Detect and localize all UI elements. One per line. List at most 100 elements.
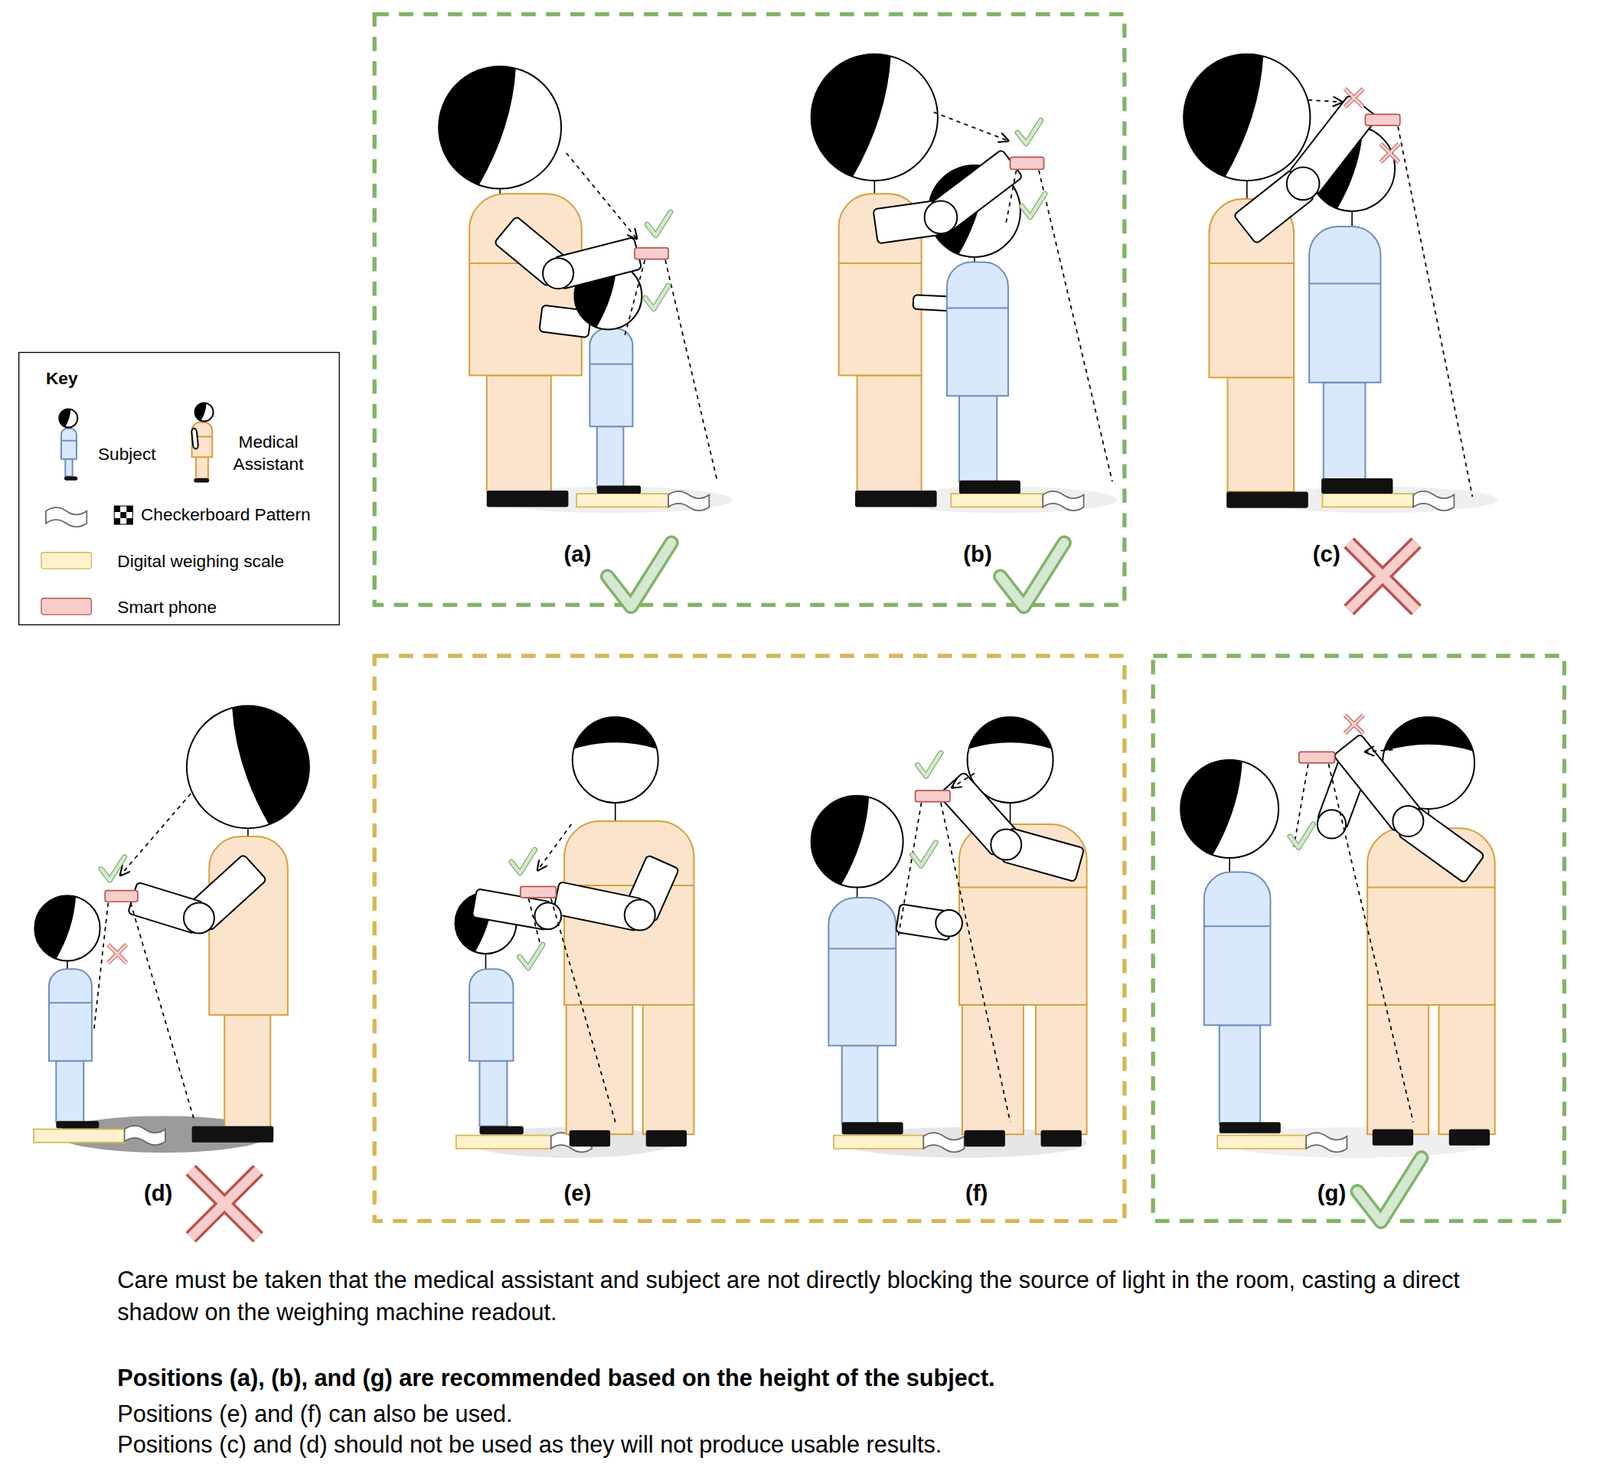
waist-line — [839, 262, 922, 265]
neck — [614, 803, 617, 822]
elbow — [1317, 809, 1346, 839]
neck — [1246, 180, 1248, 200]
cross-mark — [1345, 715, 1364, 734]
hair — [438, 66, 516, 186]
hair — [1183, 54, 1264, 177]
hair — [195, 402, 207, 421]
note-text: Care must be taken that the medical assi… — [117, 1265, 1541, 1329]
waist-line — [828, 948, 896, 951]
cross-mark — [1345, 88, 1364, 108]
note-text: Positions (e) and (f) can also be used. — [117, 1398, 513, 1431]
check-mark — [1000, 542, 1065, 608]
weighing-scale — [1217, 1135, 1307, 1149]
neck — [1351, 211, 1353, 227]
check-mark — [511, 849, 535, 873]
smart-phone — [104, 891, 138, 903]
shoe — [1219, 1122, 1281, 1134]
check-mark — [101, 857, 125, 881]
sight-line — [537, 824, 572, 871]
cross-mark — [1380, 143, 1399, 163]
panel-label: (d) — [143, 1180, 173, 1208]
check-mark — [1017, 120, 1041, 144]
sight-line — [566, 153, 637, 239]
waist-line — [469, 1002, 513, 1004]
neck — [1009, 803, 1012, 825]
neck — [485, 953, 487, 970]
check-mark — [1022, 193, 1045, 217]
leg — [1367, 1005, 1429, 1135]
hair — [969, 717, 1052, 749]
panel-label: (c) — [1312, 542, 1341, 569]
check-mark — [646, 212, 670, 236]
check-mark — [1022, 193, 1045, 217]
legend-label: Smart phone — [117, 597, 217, 620]
group-frame — [374, 656, 1125, 1222]
legend-label: Medical Assistant — [226, 431, 311, 477]
sight-line — [1308, 100, 1343, 103]
sight-line — [1038, 170, 1113, 483]
smart-phone — [1010, 156, 1045, 170]
waist-line — [1309, 283, 1381, 285]
elbow — [990, 829, 1022, 861]
check-mark — [1289, 824, 1313, 848]
leg — [479, 1061, 507, 1127]
head — [186, 705, 310, 829]
shoe — [192, 1126, 275, 1143]
head — [58, 408, 78, 428]
check-mark — [1357, 1158, 1422, 1223]
shoe — [855, 490, 938, 507]
leg — [597, 426, 624, 488]
checker-square — [114, 506, 121, 513]
leg — [959, 395, 997, 482]
legend-label: Checkerboard Pattern — [140, 503, 311, 526]
torso — [828, 897, 896, 1046]
checkerboard-pattern — [1413, 491, 1454, 511]
waist-line — [946, 307, 1009, 310]
torso — [1309, 226, 1381, 383]
torso — [48, 969, 92, 1062]
note-text: Positions (c) and (d) should not be used… — [117, 1429, 942, 1461]
hair — [1384, 717, 1473, 752]
checkerboard-pattern — [124, 1126, 166, 1146]
check-mark — [519, 944, 543, 968]
sight-line — [1328, 764, 1414, 1123]
leg — [486, 375, 552, 492]
leg — [643, 1005, 695, 1135]
panel-label: (e) — [563, 1180, 592, 1208]
head — [195, 402, 214, 422]
weighing-scale — [576, 493, 669, 507]
check-mark — [1357, 1158, 1422, 1223]
check-mark — [607, 542, 672, 608]
sight-line — [897, 803, 922, 939]
check-mark — [912, 842, 936, 866]
shoe — [193, 478, 209, 483]
shoe — [479, 1126, 523, 1135]
hair — [811, 54, 892, 177]
weighing-scale — [950, 493, 1043, 507]
shoe — [569, 1130, 611, 1147]
checkerboard-pattern — [45, 507, 87, 527]
sight-line — [1397, 126, 1473, 497]
check-mark — [1017, 120, 1041, 144]
panel-label: (f) — [965, 1180, 988, 1208]
sight-line — [933, 112, 1009, 141]
neck — [1228, 858, 1231, 873]
hair — [58, 408, 71, 427]
head — [34, 895, 100, 961]
leg — [1035, 1005, 1088, 1135]
leg — [962, 1005, 1024, 1135]
leg — [857, 375, 922, 492]
check-mark — [511, 849, 535, 873]
shoe — [55, 1121, 99, 1129]
elbow — [935, 910, 963, 938]
weighing-scale — [1322, 493, 1414, 507]
legend-title: Key — [45, 368, 79, 390]
head — [438, 66, 562, 190]
hair — [34, 895, 76, 960]
smart-phone — [1364, 114, 1400, 126]
legend-box: Key — [18, 352, 340, 626]
leg — [195, 457, 209, 479]
check-mark — [1000, 542, 1065, 608]
smart-phone — [634, 248, 669, 260]
panel-label: (g) — [1317, 1180, 1346, 1208]
